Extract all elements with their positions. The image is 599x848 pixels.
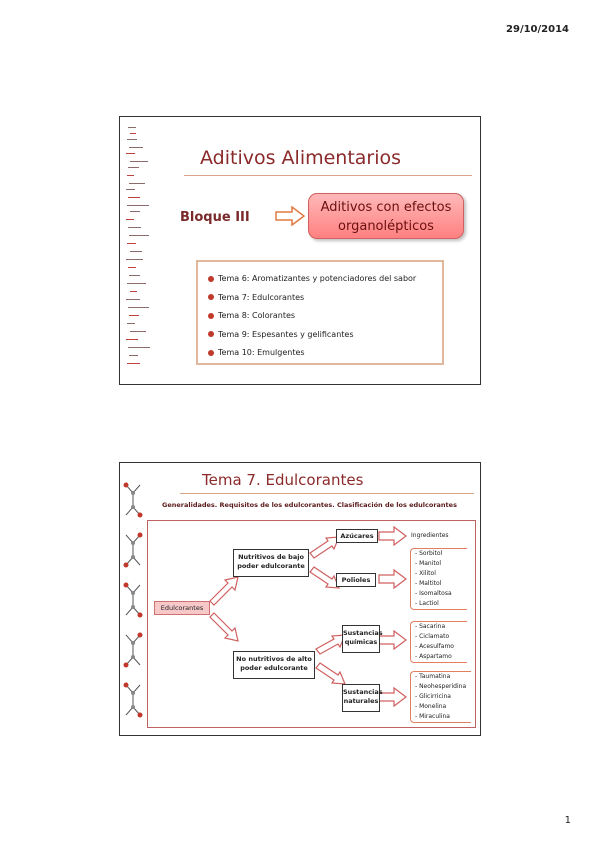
topic-item: Tema 9: Espesantes y gelificantes [208,326,442,345]
label-ingredientes: Ingredientes [411,532,449,539]
topic-item: Tema 7: Edulcorantes [208,289,442,308]
node-sustancias-naturales: Sustancias naturales [342,684,383,712]
diagram-arrows [209,525,407,708]
node-sustancias-quimicas: Sustancias químicas [342,625,383,653]
slide-title: Tema 7. Edulcorantes [202,471,364,489]
slide-aditivos-alimentarios: Aditivos Alimentarios Bloque III Aditivo… [119,116,481,385]
title-underline [184,175,472,176]
slide-tema7-edulcorantes: Tema 7. Edulcorantes Generalidades. Requ… [119,462,481,736]
page-number: 1 [564,815,571,826]
classification-diagram: Edulcorantes Nutritivos de bajo poder ed… [147,520,476,728]
title-underline [180,493,474,494]
slide-title: Aditivos Alimentarios [200,147,402,169]
node-nutritivos: Nutritivos de bajo poder edulcorante [233,549,309,577]
bullet-icon [208,331,214,337]
bullet-icon [208,275,214,282]
node-azucares: Azúcares [336,529,378,543]
node-polioles: Polioles [336,573,376,587]
node-no-nutritivos: No nutritivos de alto poder edulcorante [233,651,315,679]
highlight-line-1: Aditivos con efectos [320,200,452,215]
slide-subtitle: Generalidades. Requisitos de los edulcor… [162,501,457,509]
decorative-formula-column [124,125,152,375]
block-label: Bloque III [180,210,250,225]
topic-item: Tema 6: Aromatizantes y potenciadores de… [208,270,442,289]
list-sustancias-quimicas: - Sacarina - Ciclamato - Acesulfamo - As… [410,621,467,663]
page-date: 29/10/2014 [506,24,569,35]
bullet-icon [208,349,214,356]
right-arrow-icon [275,206,305,226]
topic-list-box: Tema 6: Aromatizantes y potenciadores de… [196,260,444,365]
bullet-icon [208,294,214,300]
highlight-line-2: organolépticos [338,219,434,234]
highlight-box: Aditivos con efectos organolépticos [308,193,464,239]
topic-item: Tema 8: Colorantes [208,307,442,326]
bullet-icon [208,312,214,319]
topic-item: Tema 10: Emulgentes [208,344,442,363]
list-sustancias-naturales: - Taumatina - Neohesperidina - Glicirric… [410,671,471,723]
list-polioles: - Sorbitol - Manitol - Xilitol - Maltito… [410,548,467,610]
node-edulcorantes: Edulcorantes [154,601,210,615]
molecule-icon-column [123,482,143,718]
